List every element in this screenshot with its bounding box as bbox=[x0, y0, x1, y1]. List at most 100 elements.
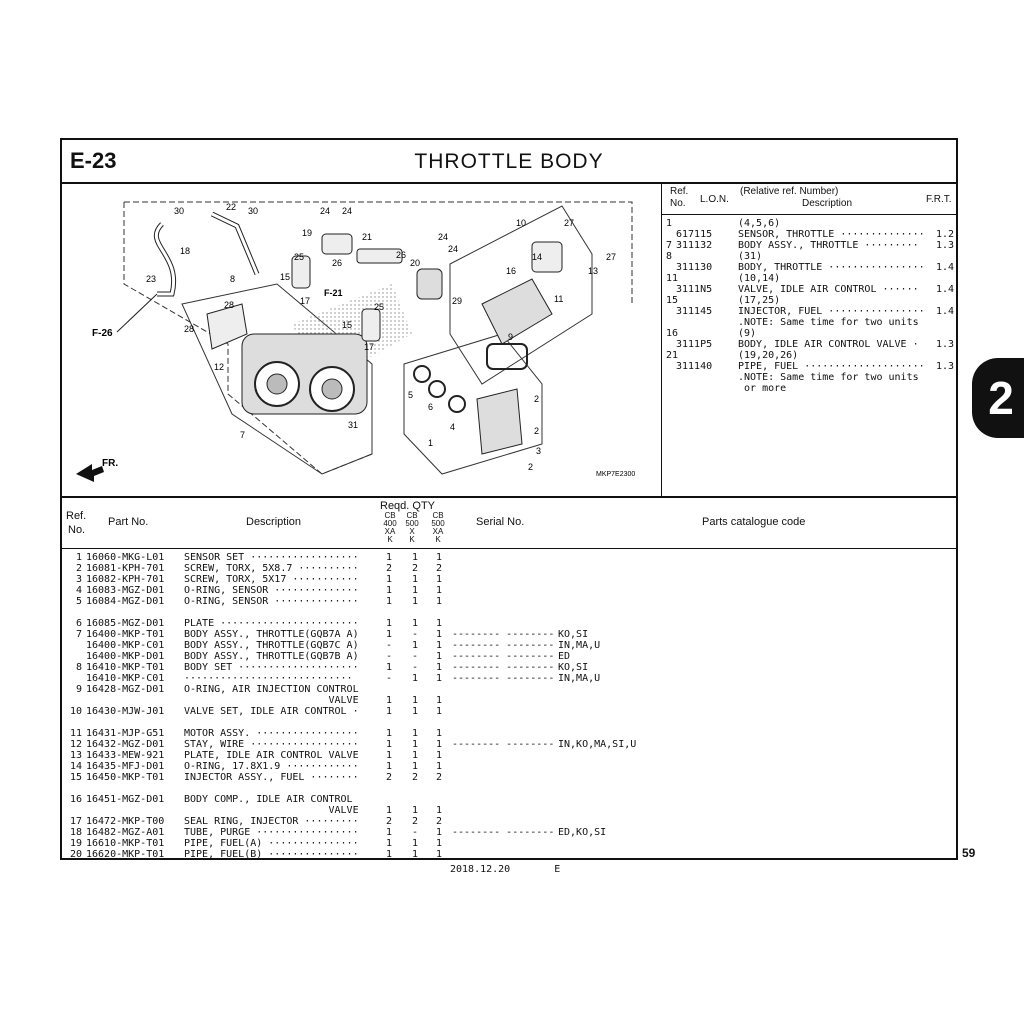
ref-header: Ref. bbox=[66, 510, 87, 522]
ref-no: 7 bbox=[75, 629, 82, 640]
qty-1: 1 bbox=[386, 596, 393, 607]
footer: 2018.12.20 E bbox=[450, 864, 598, 875]
injector-shape bbox=[291, 255, 311, 289]
qty-2: 2 bbox=[412, 563, 419, 574]
part-number: 16083-MGZ-D01 bbox=[86, 585, 165, 596]
qty-3: 2 bbox=[436, 816, 443, 827]
ref-no: 18 bbox=[69, 827, 82, 838]
reference-row: 11(10,14) bbox=[666, 273, 954, 284]
callout-label: 17 bbox=[300, 296, 310, 306]
qty-3: 1 bbox=[436, 574, 443, 585]
front-arrow-label: FR. bbox=[102, 458, 118, 469]
reference-row: 16(9) bbox=[666, 328, 954, 339]
qty-2: 1 bbox=[412, 596, 419, 607]
reference-panel-header: Ref. No. L.O.N. (Relative ref. Number) D… bbox=[662, 184, 958, 215]
description: O-RING, SENSOR ·············· bbox=[184, 585, 359, 596]
ref-no: 14 bbox=[69, 761, 82, 772]
description: O-RING, 17.8X1.9 ············ bbox=[184, 761, 359, 772]
ref-header-no: No. bbox=[68, 524, 86, 536]
qty-1: 1 bbox=[386, 761, 393, 772]
description: BODY SET ···················· bbox=[184, 662, 359, 673]
part-number: 16433-MEW-921 bbox=[86, 750, 165, 761]
ref-no: 16 bbox=[69, 794, 82, 805]
qty-3: 1 bbox=[436, 695, 443, 706]
reference-desc: INJECTOR, FUEL ················ bbox=[738, 306, 925, 317]
part-number: 16432-MGZ-D01 bbox=[86, 739, 165, 750]
catalogue-code: ED bbox=[558, 651, 571, 662]
description: BODY COMP., IDLE AIR CONTROL bbox=[184, 794, 353, 805]
footer-code: E bbox=[554, 864, 561, 875]
qty-1: 1 bbox=[386, 574, 393, 585]
callout-label: 31 bbox=[348, 420, 358, 430]
callout-label: 19 bbox=[302, 228, 312, 238]
part-number: 16084-MGZ-D01 bbox=[86, 596, 165, 607]
f26-arrow-label: F-26 bbox=[92, 328, 113, 339]
reference-desc: (4,5,6) bbox=[738, 218, 781, 229]
callout-label: 28 bbox=[184, 324, 194, 334]
qty-1: 2 bbox=[386, 772, 393, 783]
callout-label: 13 bbox=[588, 266, 598, 276]
section-id: E-23 bbox=[70, 148, 117, 173]
reference-panel: Ref. No. L.O.N. (Relative ref. Number) D… bbox=[662, 184, 958, 496]
callout-label: 23 bbox=[146, 274, 156, 284]
frt-col-label: F.R.T. bbox=[926, 194, 952, 205]
part-number: 16450-MKP-T01 bbox=[86, 772, 165, 783]
qty-3: 1 bbox=[436, 618, 443, 629]
reference-ref_no: 1 bbox=[666, 218, 673, 229]
callout-label: 16 bbox=[506, 266, 516, 276]
reference-ref_no: 16 bbox=[666, 328, 679, 339]
qty-2: - bbox=[412, 651, 419, 662]
serial-no: -------- -------- bbox=[452, 662, 555, 673]
qty-1: 1 bbox=[386, 706, 393, 717]
description: PIPE, FUEL(A) ··············· bbox=[184, 838, 359, 849]
callout-label: 22 bbox=[226, 202, 236, 212]
reference-lon: 617115 bbox=[676, 229, 713, 240]
page-header: E-23 THROTTLE BODY bbox=[62, 140, 956, 184]
qty-3: 1 bbox=[436, 805, 443, 816]
reference-desc: BODY, THROTTLE ················ bbox=[738, 262, 925, 273]
callout-label: 25 bbox=[374, 302, 384, 312]
callout-label: 2 bbox=[534, 394, 539, 404]
callout-label: 24 bbox=[438, 232, 448, 242]
callout-label: 27 bbox=[564, 218, 574, 228]
description: INJECTOR ASSY., FUEL ········ bbox=[184, 772, 359, 783]
callout-label: 26 bbox=[396, 250, 406, 260]
callout-label: 10 bbox=[516, 218, 526, 228]
iac-body-shape bbox=[416, 268, 443, 300]
callout-label: 1 bbox=[428, 438, 433, 448]
sensor-frame bbox=[403, 333, 543, 475]
reference-desc: (19,20,26) bbox=[738, 350, 799, 361]
fuel-pipe-shape bbox=[356, 248, 403, 264]
description: ···························· bbox=[184, 673, 353, 684]
front-arrow-icon bbox=[76, 464, 104, 482]
reference-frt: 1.4 bbox=[936, 262, 955, 273]
reference-desc: SENSOR, THROTTLE ·············· bbox=[738, 229, 925, 240]
qty-1: 1 bbox=[386, 618, 393, 629]
callout-label: 30 bbox=[248, 206, 258, 216]
qty-1: 1 bbox=[386, 849, 393, 860]
qty-1: 1 bbox=[386, 662, 393, 673]
part-number: 16400-MKP-T01 bbox=[86, 629, 165, 640]
oring-shape bbox=[486, 343, 528, 370]
qty-3: 1 bbox=[436, 662, 443, 673]
ref-no: 13 bbox=[69, 750, 82, 761]
callout-label: 27 bbox=[606, 252, 616, 262]
part-number: 16400-MKP-D01 bbox=[86, 651, 165, 662]
purge-tube-inner bbox=[154, 222, 176, 296]
ref-no: 2 bbox=[75, 563, 82, 574]
qty-2: 1 bbox=[412, 574, 419, 585]
part-number: 16410-MKP-T01 bbox=[86, 662, 165, 673]
description: TUBE, PURGE ················· bbox=[184, 827, 359, 838]
qty-2: 1 bbox=[412, 761, 419, 772]
qty-column-header: CB 500 XA K bbox=[431, 511, 445, 544]
serial-no: -------- -------- bbox=[452, 739, 555, 750]
part-number: 16430-MJW-J01 bbox=[86, 706, 165, 717]
reference-row: .NOTE: Same time for two units bbox=[666, 372, 954, 383]
ref-no: 20 bbox=[69, 849, 82, 860]
qty-3: 2 bbox=[436, 772, 443, 783]
purge-tube-shape bbox=[153, 222, 177, 297]
